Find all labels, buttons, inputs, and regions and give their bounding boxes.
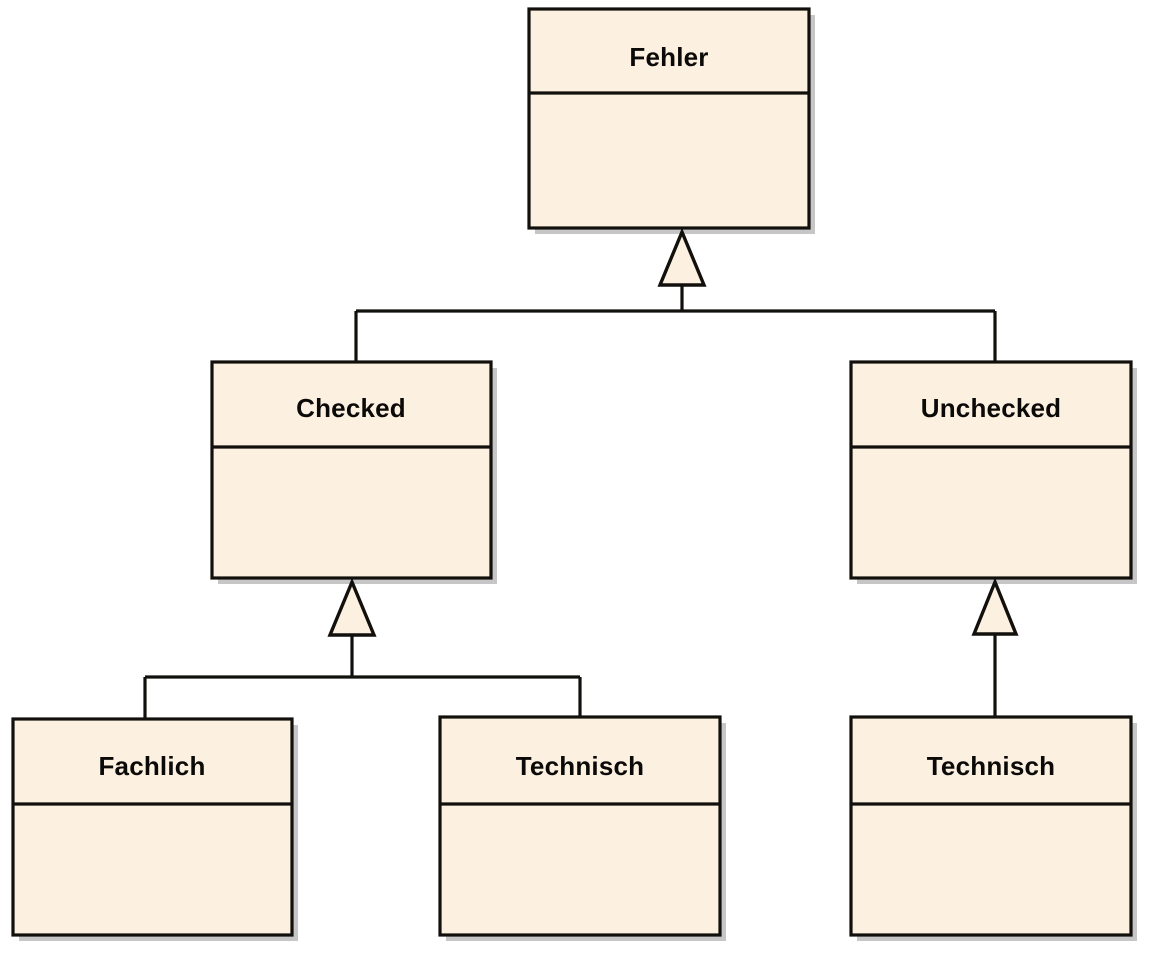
class-node-checked[interactable]: Checked <box>210 360 497 584</box>
generalization-arrow-icon-to-unchecked <box>971 577 1019 636</box>
class-box-technisch-unchecked[interactable] <box>849 715 1133 937</box>
class-title-technisch-checked: Technisch <box>516 751 644 781</box>
class-node-technisch-checked[interactable]: Technisch <box>438 715 726 941</box>
generalization-arrowheads <box>327 227 1019 637</box>
class-title-fachlich: Fachlich <box>98 751 205 781</box>
class-title-technisch-unchecked: Technisch <box>927 751 1055 781</box>
class-node-fachlich[interactable]: Fachlich <box>11 717 298 941</box>
class-box-checked[interactable] <box>210 360 493 580</box>
class-box-unchecked[interactable] <box>849 360 1133 580</box>
class-node-fehler[interactable]: Fehler <box>527 7 815 234</box>
class-title-fehler: Fehler <box>629 42 708 72</box>
class-node-unchecked[interactable]: Unchecked <box>849 360 1137 584</box>
generalization-links <box>143 285 997 721</box>
generalization-fachlich-technisch-to-checked <box>143 634 582 721</box>
generalization-arrow-icon-to-fehler <box>657 227 707 287</box>
class-box-technisch-checked[interactable] <box>438 715 722 937</box>
generalization-checked-unchecked-to-fehler <box>354 285 997 364</box>
class-title-unchecked: Unchecked <box>921 393 1062 423</box>
class-box-fachlich[interactable] <box>11 717 294 937</box>
class-node-technisch-unchecked[interactable]: Technisch <box>849 715 1137 941</box>
generalization-arrow-icon-to-checked <box>327 577 377 637</box>
class-box-fehler[interactable] <box>527 7 811 230</box>
class-title-checked: Checked <box>296 393 406 423</box>
